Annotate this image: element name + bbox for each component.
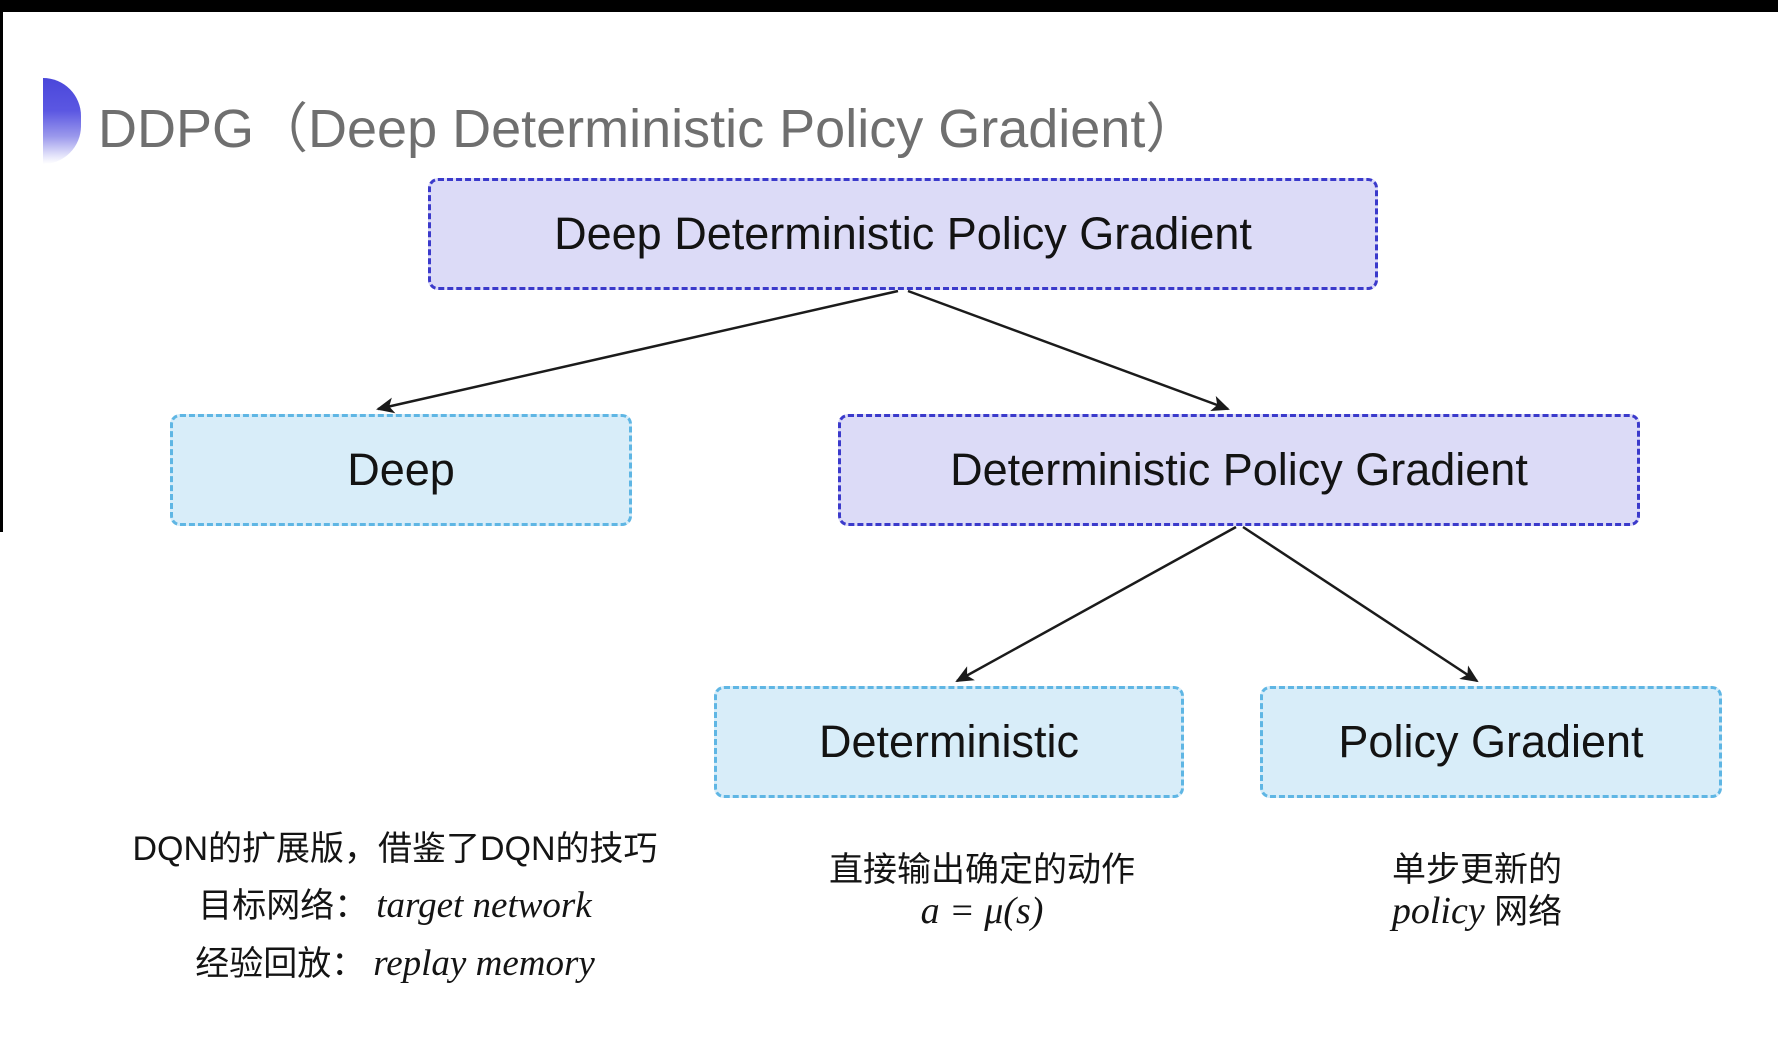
title-bullet-icon: [43, 78, 81, 164]
note-label: 目标网络：: [198, 887, 369, 925]
note-deterministic-action: 直接输出确定的动作: [762, 848, 1202, 892]
arrow-root-to-dpg: [907, 289, 1230, 411]
page-title: DDPG（Deep Deterministic Policy Gradient）: [98, 99, 1200, 159]
node-label: Deep Deterministic Policy Gradient: [554, 208, 1252, 259]
top-border-bar: [0, 0, 1778, 12]
arrow-root-to-deep: [376, 289, 899, 414]
note-single-step-update: 单步更新的: [1257, 848, 1697, 892]
node-deterministic: Deterministic: [714, 686, 1184, 798]
arrow-dpg-to-deterministic: [955, 525, 1237, 683]
node-label: Deterministic Policy Gradient: [950, 444, 1528, 495]
note-replay-memory: 经验回放：replay memory: [100, 942, 690, 986]
note-text: 网络: [1494, 893, 1563, 931]
node-policy-gradient: Policy Gradient: [1260, 686, 1722, 798]
node-label: Policy Gradient: [1338, 716, 1644, 767]
formula-a-equals-mu-s: a = μ(s): [920, 890, 1044, 932]
note-policy-network: policy 网络: [1257, 889, 1697, 934]
node-deep-deterministic-policy-gradient: Deep Deterministic Policy Gradient: [428, 178, 1378, 290]
note-dqn-extension: DQN的扩展版，借鉴了DQN的技巧: [100, 827, 690, 871]
note-text: 单步更新的: [1392, 851, 1562, 889]
note-action-formula: a = μ(s): [762, 889, 1202, 934]
note-term: replay memory: [373, 943, 595, 984]
node-label: Deterministic: [818, 716, 1080, 767]
note-label: 经验回放：: [195, 945, 366, 983]
node-deep: Deep: [170, 414, 632, 526]
note-text: 直接输出确定的动作: [829, 851, 1135, 889]
arrow-dpg-to-policy-gradient: [1242, 525, 1479, 683]
note-term: target network: [376, 885, 592, 926]
node-deterministic-policy-gradient: Deterministic Policy Gradient: [838, 414, 1640, 526]
note-text: DQN的扩展版，借鉴了DQN的技巧: [132, 830, 658, 868]
node-label: Deep: [347, 444, 455, 495]
note-target-network: 目标网络：target network: [100, 884, 690, 928]
note-term: policy: [1391, 890, 1485, 932]
left-border-line: [0, 0, 3, 532]
